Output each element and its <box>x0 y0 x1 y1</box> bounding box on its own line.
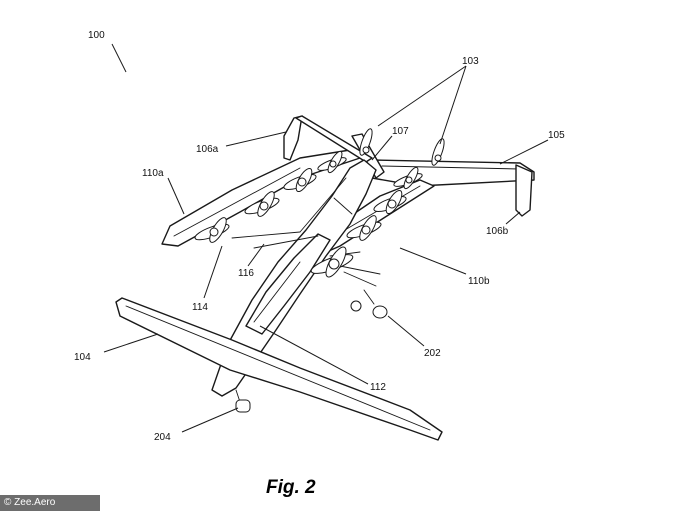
winglet-left <box>283 115 303 161</box>
lift-rotor-left-3 <box>283 167 317 193</box>
ref-112: 112 <box>370 382 386 393</box>
leader-103-b <box>439 65 467 145</box>
leader-lines <box>103 43 549 433</box>
leader-106b <box>505 211 521 225</box>
lift-rotor-right-1 <box>310 246 354 278</box>
ref-100: 100 <box>88 30 105 41</box>
leader-112 <box>259 325 369 385</box>
lift-rotor-right-3 <box>373 189 407 215</box>
ref-116: 116 <box>238 268 254 279</box>
leader-114 <box>203 245 223 299</box>
reference-numerals: 100 103 105 106a 106b 107 110a 110b 116 … <box>74 30 565 443</box>
ref-204: 204 <box>154 432 171 443</box>
fuselage <box>211 159 377 397</box>
lift-rotor-right-2 <box>346 215 382 241</box>
leader-104 <box>103 333 159 353</box>
leader-107 <box>371 135 393 161</box>
leader-103-a <box>377 65 467 127</box>
pusher-propeller-left <box>359 128 373 156</box>
ref-114: 114 <box>192 302 208 313</box>
canard-wing <box>115 297 443 441</box>
ref-103: 103 <box>462 56 479 67</box>
ref-106b: 106b <box>486 226 509 237</box>
lift-rotor-right-4 <box>393 166 423 190</box>
lift-rotor-left-1 <box>194 217 230 243</box>
ref-106a: 106a <box>196 144 219 155</box>
leader-106a <box>225 131 287 147</box>
lift-rotor-left-2 <box>244 191 280 217</box>
leader-202 <box>387 315 425 347</box>
leader-100 <box>111 43 127 73</box>
leader-110a <box>167 177 185 215</box>
ref-107: 107 <box>392 126 409 137</box>
main-gear <box>350 289 388 319</box>
ref-202: 202 <box>424 348 441 359</box>
aircraft-illustration <box>115 115 535 441</box>
leader-204 <box>181 407 239 433</box>
lift-rotor-left-4 <box>317 150 347 174</box>
figure-caption: Fig. 2 <box>266 477 316 498</box>
ref-110b: 110b <box>468 276 490 287</box>
ref-105: 105 <box>548 130 565 141</box>
image-credit: © Zee.Aero <box>0 495 100 511</box>
ref-104: 104 <box>74 352 91 363</box>
leader-116 <box>247 243 265 267</box>
ref-110a: 110a <box>142 168 164 179</box>
leader-110b <box>399 247 467 275</box>
nose-gear <box>235 389 251 413</box>
winglet-right <box>515 164 533 217</box>
leader-105 <box>499 139 549 165</box>
pusher-propeller-right <box>431 138 445 166</box>
